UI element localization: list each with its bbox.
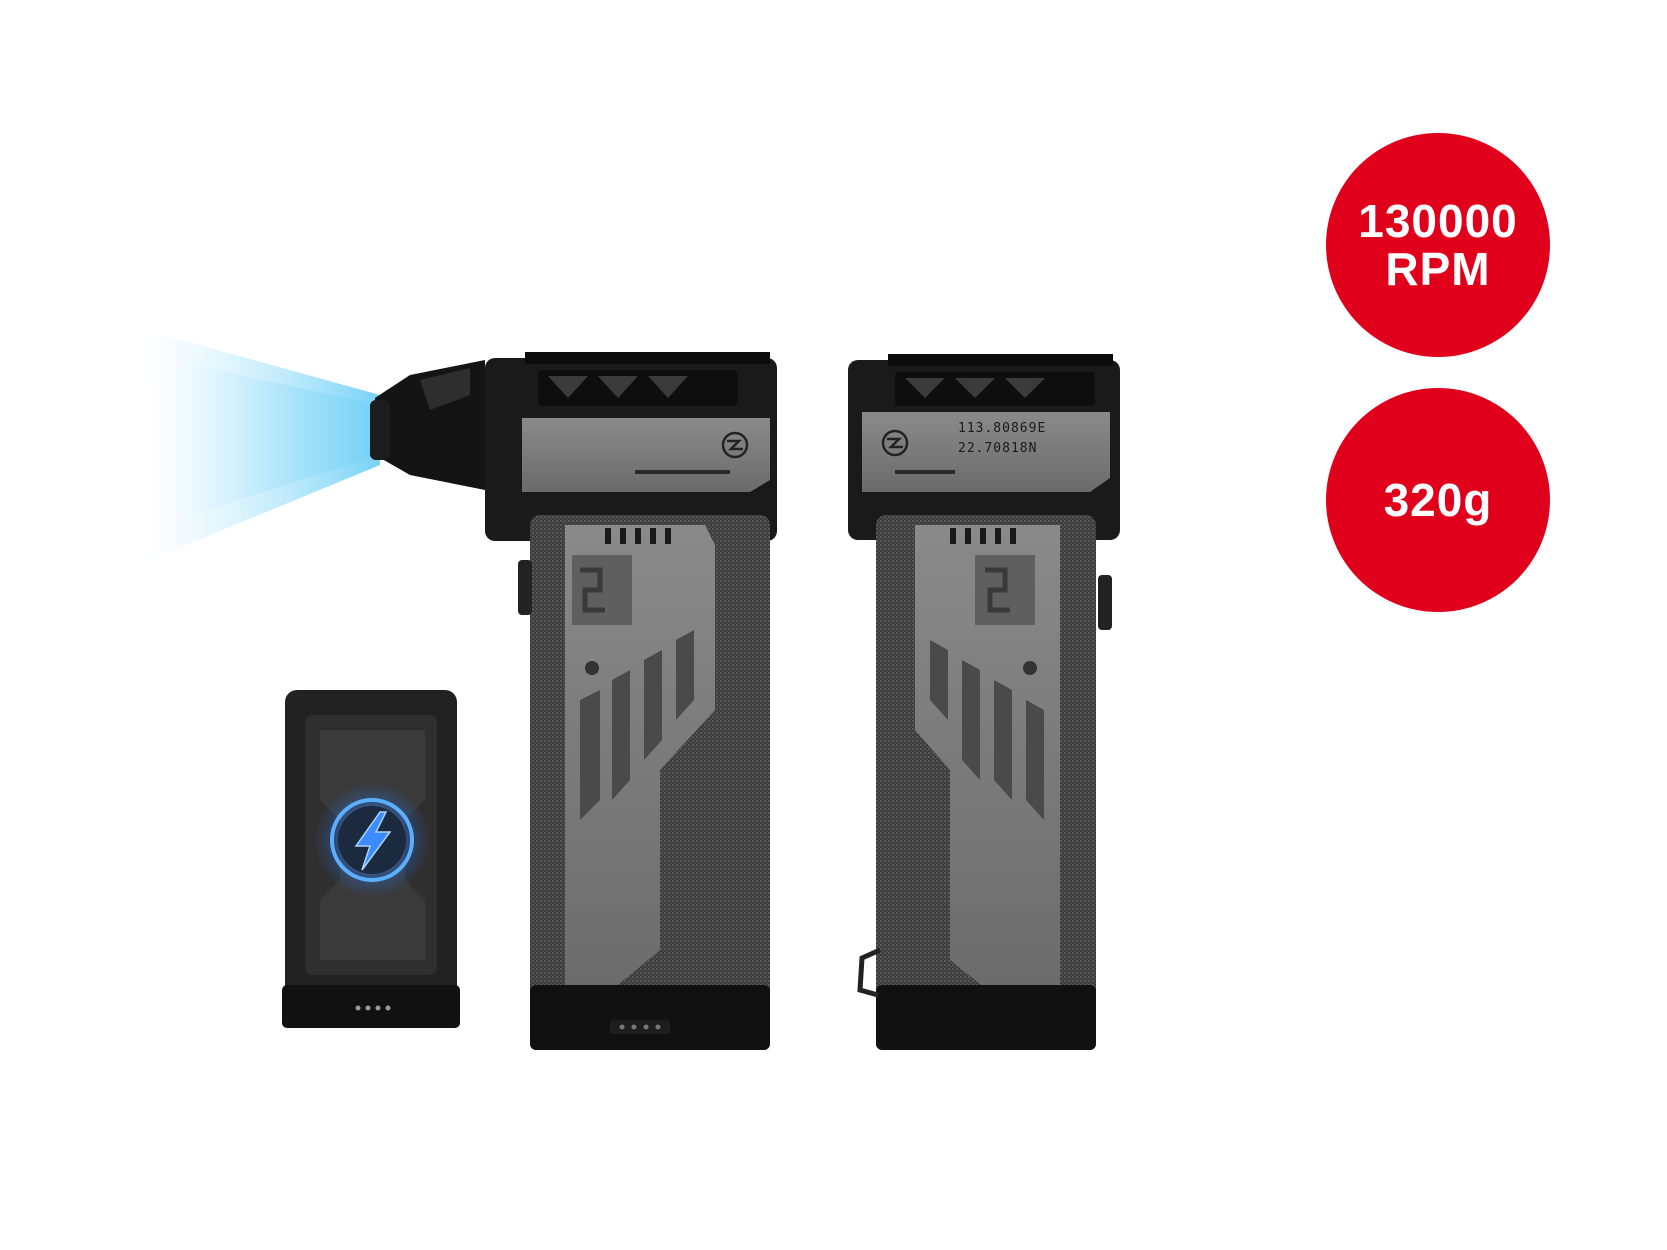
weight-value: 320g (1383, 473, 1493, 526)
lightning-bolt-icon (330, 798, 414, 882)
latitude-readout: 22.70818N (958, 441, 1037, 456)
blower-device-left (370, 352, 777, 1050)
battery-pack (282, 690, 460, 1028)
rpm-unit: RPM (1385, 243, 1491, 295)
brand-logo-icon-right (881, 429, 909, 457)
air-stream-icon (145, 330, 380, 560)
blower-device-right: 113.80869E 22.70818N (848, 354, 1120, 1050)
weight-badge: 320g (1326, 388, 1550, 612)
rpm-value: 130000 (1358, 194, 1518, 247)
longitude-readout: 113.80869E (958, 421, 1046, 436)
brand-logo-icon (721, 431, 749, 459)
rpm-badge: 130000 RPM (1326, 133, 1550, 357)
